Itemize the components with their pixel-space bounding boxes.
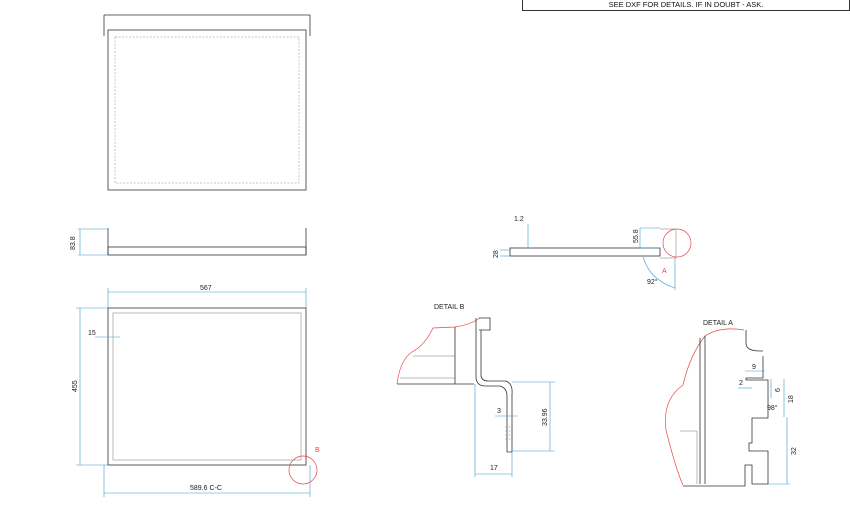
section-lip-dim: 55.8 xyxy=(633,229,640,243)
detail-a-pitch-dim: 18 xyxy=(788,395,795,403)
detail-b-thickness-dim: 3 xyxy=(497,408,501,415)
plan-inset-dim: 15 xyxy=(88,330,96,337)
detail-a-marker[interactable]: A xyxy=(662,268,667,275)
detail-b-marker[interactable]: B xyxy=(315,447,320,454)
detail-a: DETAIL A 9 2 6 18 98° 32 xyxy=(665,320,798,487)
side-view: 83.8 xyxy=(70,228,307,256)
detail-b-offset-dim: 17 xyxy=(490,465,498,472)
top-view xyxy=(103,14,311,191)
detail-a-title: DETAIL A xyxy=(703,320,733,327)
plan-height-dim: 455 xyxy=(72,380,79,392)
detail-a-gap-dim: 2 xyxy=(739,380,743,387)
plan-view: 567 15 455 589.6 C-C B xyxy=(72,285,320,497)
detail-b-height-dim: 33.96 xyxy=(542,408,549,426)
plan-overall-dim: 589.6 C-C xyxy=(190,485,222,492)
section-view: 28 1.2 55.8 92° A xyxy=(493,216,692,290)
section-thickness-dim: 1.2 xyxy=(514,216,524,223)
detail-a-span-dim: 32 xyxy=(791,447,798,455)
detail-a-slot-dim: 6 xyxy=(775,388,782,392)
side-height-dim: 83.8 xyxy=(70,236,77,250)
section-height-dim: 28 xyxy=(493,250,500,258)
detail-b: DETAIL B 17 3 33.96 xyxy=(396,304,555,477)
section-angle-dim: 92° xyxy=(647,278,658,286)
detail-a-width-dim: 9 xyxy=(752,364,756,371)
detail-b-title: DETAIL B xyxy=(434,304,465,311)
plan-width-dim: 567 xyxy=(200,285,212,292)
detail-a-angle-dim: 98° xyxy=(767,404,778,412)
